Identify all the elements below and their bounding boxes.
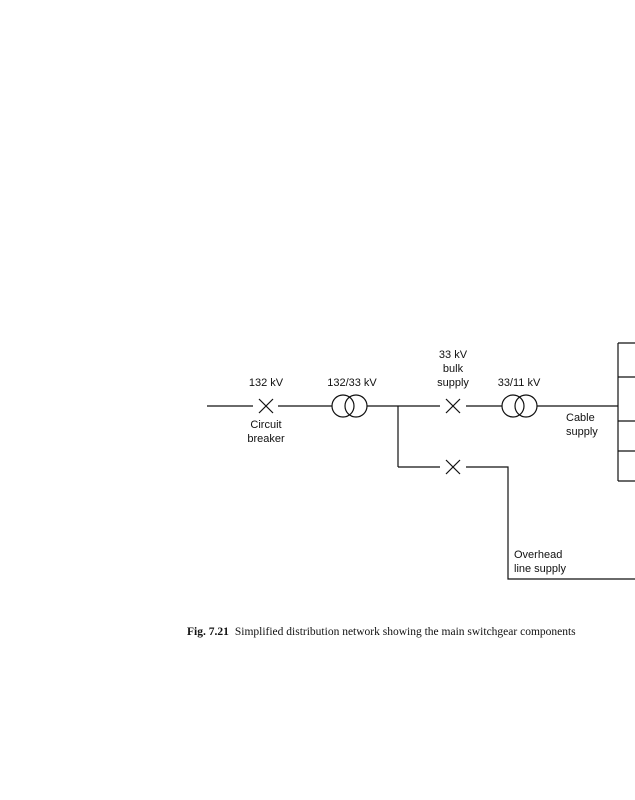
caption-number: Fig. 7.21: [187, 626, 229, 638]
label-line: Circuit: [250, 419, 282, 431]
label-line: supply: [566, 426, 598, 438]
circuit-breaker-bulk-icon: [445, 398, 461, 414]
transformer-33-11-icon: [501, 394, 538, 418]
label-line: supply: [437, 377, 469, 389]
label-line: line supply: [514, 563, 566, 575]
label-transformer-33-11: 33/11 kV: [497, 377, 541, 389]
caption-text: Simplified distribution network showing …: [234, 626, 576, 638]
label-line: 33 kV: [438, 349, 468, 361]
circuit-breaker-132kv-icon: [258, 398, 274, 414]
label-circuit-breaker: Circuit breaker: [247, 418, 284, 446]
label-line: breaker: [247, 433, 285, 445]
label-line: bulk: [442, 363, 464, 375]
label-line: Cable: [566, 412, 595, 424]
label-cable-supply: Cable supply: [566, 411, 598, 439]
overhead-line: [466, 466, 635, 580]
label-bulk-supply: 33 kV bulk supply: [437, 348, 469, 390]
feeder-lines: [618, 342, 635, 482]
label-transformer-132-33: 132/33 kV: [327, 377, 377, 389]
figure-caption: Fig. 7.21 Simplified distribution network…: [187, 626, 576, 638]
transformer-132-33-icon: [331, 394, 368, 418]
label-overhead-line-supply: Overhead line supply: [514, 548, 566, 576]
label-132kv: 132 kV: [248, 377, 284, 389]
label-line: Overhead: [514, 549, 563, 561]
circuit-breaker-overhead-icon: [445, 459, 461, 475]
